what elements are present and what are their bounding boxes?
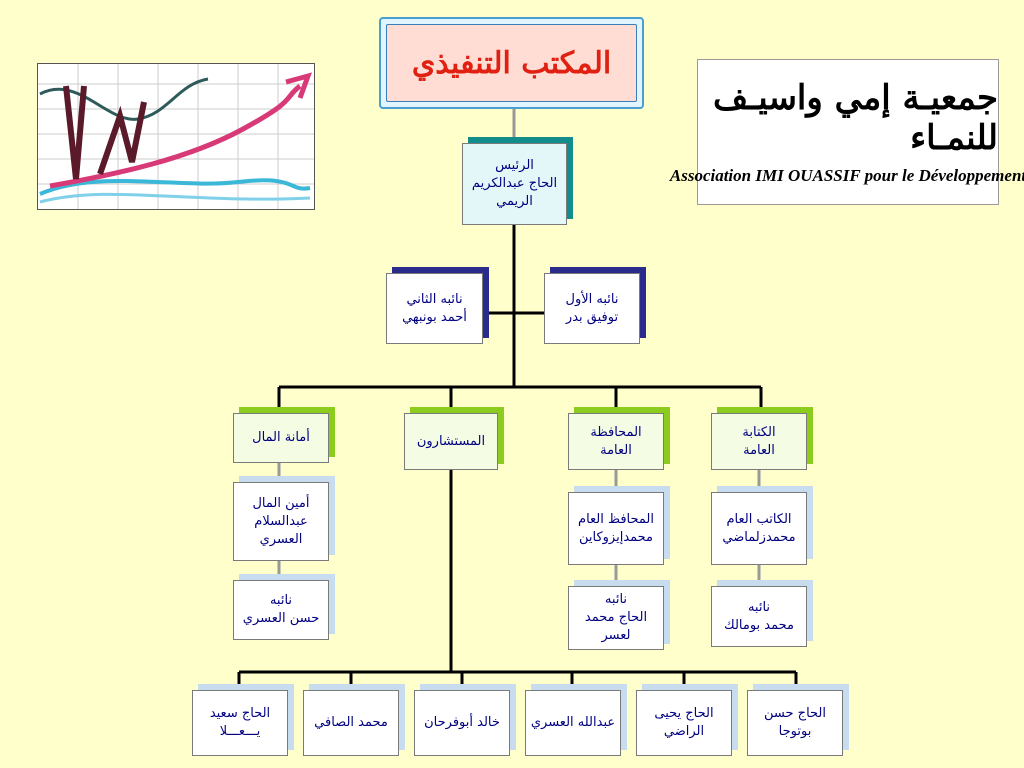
secretariat-department-box: الكتابة العامة [711,413,807,470]
guardian-general-box: المحافظ العام محمدإيزوكاين [568,492,664,565]
first-deputy-box: نائبه الأول توفيق بدر [544,273,640,344]
secretary-general-title: الكاتب العام [726,511,792,527]
president-name-cont: الريمي [496,194,533,209]
treasurer-name-cont: العسري [259,531,303,547]
president-name: الحاج عبدالكريم [471,176,558,191]
advisor-name: خالد أبوفرحان [424,715,500,730]
advisor-box: الحاج سعيد يـــعـــلا [192,690,288,756]
treasurer-deputy-name: حسن العسري [242,611,320,626]
growth-chart-drawing [38,64,314,209]
secretary-deputy-name: محمد بومالك [724,617,795,633]
advisor-name-cont: بوتوجا [778,724,812,739]
treasurer-deputy-title: نائبه [269,593,293,608]
title-frame: المكتب التنفيذي [379,17,644,109]
secretary-deputy-box: نائبه محمد بومالك [711,586,807,647]
advisors-department-box: المستشارون [404,413,498,470]
advisor-name-cont: الراضي [663,724,705,739]
secretariat-department-label-cont: العامة [743,442,775,458]
first-deputy-title: نائبه الأول [565,291,619,307]
first-deputy-name: توفيق بدر [565,309,619,325]
guardian-deputy-title: نائبه [604,592,628,607]
secretary-general-name: محمدزلماضي [722,529,796,545]
logo-french-name: Association IMI OUASSIF pour le Développ… [669,166,1024,185]
guardianship-department-label-cont: العامة [600,442,632,458]
treasurer-deputy-box: نائبه حسن العسري [233,580,329,640]
guardian-deputy-box: نائبه الحاج محمد لعسر [568,586,664,650]
treasurer-box: أمين المال عبدالسلام العسري [233,482,329,561]
guardianship-department-box: المحافظة العامة [568,413,664,470]
page-title: المكتب التنفيذي [386,24,637,102]
logo-arabic-name: جمعيـة إمي واسيـف للنمـاء [713,78,998,158]
treasurer-title: أمين المال [252,495,310,511]
second-deputy-name: أحمد بونبهي [402,309,467,325]
advisor-box: عبدالله العسري [525,690,621,756]
president-box: الرئيس الحاج عبدالكريم الريمي [462,143,567,225]
advisor-name: محمد الصافي [314,715,388,730]
guardian-deputy-name: الحاج محمد [584,610,648,625]
association-logo: جمعيـة إمي واسيـف للنمـاء Association IM… [670,59,1024,205]
guardianship-department-label: المحافظة [590,424,642,440]
treasurer-name: عبدالسلام [254,513,308,529]
guardian-deputy-name-cont: لعسر [601,628,631,643]
advisor-name: الحاج سعيد [209,706,271,721]
treasury-department-label: أمانة المال [252,430,310,445]
advisor-box: خالد أبوفرحان [414,690,510,756]
advisor-box: محمد الصافي [303,690,399,756]
growth-chart-image [37,63,315,210]
secretary-deputy-title: نائبه [747,599,771,615]
secretary-general-box: الكاتب العام محمدزلماضي [711,492,807,565]
advisor-name: الحاج يحيى [654,706,714,721]
advisors-department-label: المستشارون [416,433,486,449]
guardian-general-name: محمدإيزوكاين [578,529,654,545]
advisor-name: الحاج حسن [764,706,826,721]
advisor-name-cont: يـــعـــلا [219,724,261,739]
advisor-box: الحاج حسن بوتوجا [747,690,843,756]
second-deputy-box: نائبه الثاني أحمد بونبهي [386,273,483,344]
advisor-box: الحاج يحيى الراضي [636,690,732,756]
treasury-department-box: أمانة المال [233,413,329,463]
second-deputy-title: نائبه الثاني [406,291,463,307]
president-title: الرئيس [495,158,534,173]
advisor-name: عبدالله العسري [530,715,616,730]
guardian-general-title: المحافظ العام [578,511,654,527]
secretariat-department-label: الكتابة [742,424,776,440]
